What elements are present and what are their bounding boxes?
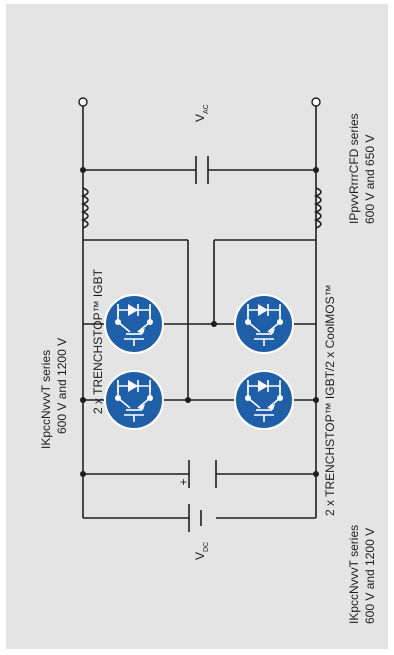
capacitor-polarity: + — [180, 475, 187, 489]
right-series-label: IPpvvRrrrCFD series — [347, 113, 361, 224]
v-dc-label: V — [193, 552, 207, 560]
terminal-icon — [78, 97, 88, 107]
circuit-diagram: + V AC V DC IKpccNvvvT series 600 V and … — [39, 97, 377, 624]
igbt-switch-icon — [234, 294, 294, 354]
igbt-switch-icon — [104, 370, 164, 430]
v-ac-label: V — [193, 114, 207, 122]
igbt-switch-icon — [234, 370, 294, 430]
inductor-icon — [313, 187, 322, 229]
bottom-switch-label: 2 x TRENCHSTOP™ IGBT/2 x CoolMOS™ — [323, 284, 337, 516]
junction-dots — [80, 167, 319, 477]
right-voltage-label: 600 V and 650 V — [363, 135, 377, 224]
v-ac-subscript: AC — [203, 104, 210, 114]
top-left-series-label: IKpccNvvvT series — [39, 350, 53, 449]
battery-icon — [188, 504, 202, 532]
top-left-voltage-label: 600 V and 1200 V — [55, 338, 69, 434]
bottom-voltage-label: 600 V and 1200 V — [363, 528, 377, 624]
bottom-series-label: IKpccNvvvT series — [347, 525, 361, 624]
inductor-icon — [80, 187, 89, 229]
capacitor-icon — [188, 460, 217, 488]
capacitor-icon — [195, 156, 209, 184]
v-dc-subscript: DC — [203, 542, 210, 552]
diagram-frame: + V AC V DC IKpccNvvvT series 600 V and … — [6, 4, 388, 649]
terminal-icon — [311, 97, 321, 107]
igbt-switch-icon — [104, 294, 164, 354]
top-switch-label: 2 x TRENCHSTOP™ IGBT — [91, 268, 105, 414]
